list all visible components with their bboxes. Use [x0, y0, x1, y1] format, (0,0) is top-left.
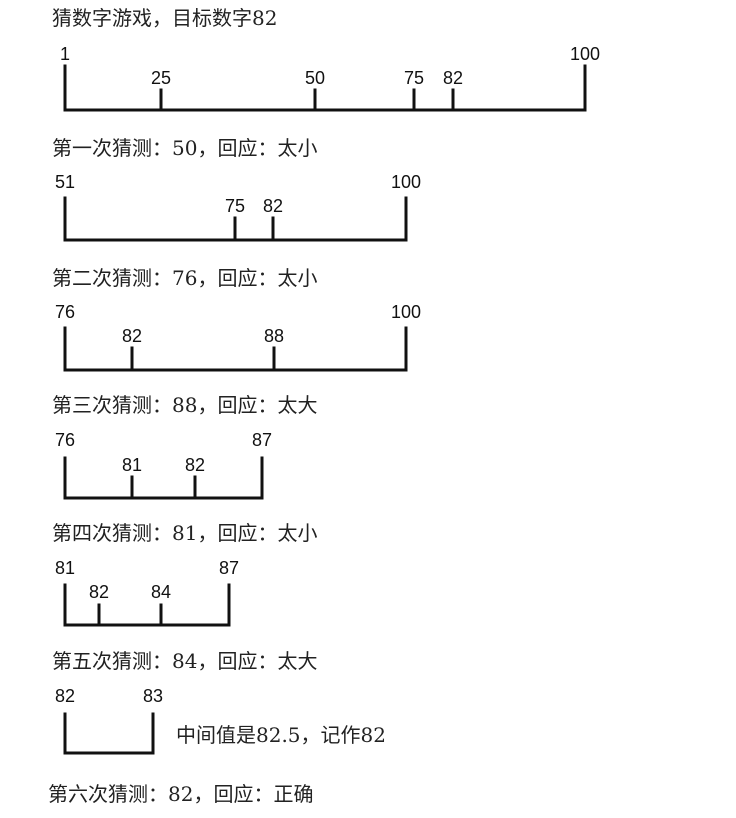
round-1-tick-label: 25: [151, 68, 171, 88]
round-5-tick-label: 84: [151, 582, 171, 602]
round-1-tick-label: 75: [404, 68, 424, 88]
round-5-caption: 第五次猜测：84，回应：太大: [52, 649, 317, 673]
round-3-caption: 第三次猜测：88，回应：太大: [52, 393, 317, 417]
round-2-left-label: 51: [55, 172, 75, 192]
round-1-tick-label: 50: [305, 68, 325, 88]
round-6-note: 中间值是82.5，记作82: [176, 723, 386, 747]
round-5-left-label: 81: [55, 558, 75, 578]
round-6-left-label: 82: [55, 686, 75, 706]
round-5-bracket: [63, 583, 231, 627]
round-3-tick-label: 88: [264, 326, 284, 346]
round-4-caption: 第四次猜测：81，回应：太小: [52, 521, 317, 545]
round-2-caption: 第二次猜测：76，回应：太小: [52, 266, 317, 290]
round-1-bracket: [63, 64, 587, 112]
round-4-right-label: 87: [252, 430, 272, 450]
round-4-left-label: 76: [55, 430, 75, 450]
round-6-right-label: 83: [143, 686, 163, 706]
round-1-tick-label: 82: [443, 68, 463, 88]
round-6-bracket: [63, 712, 155, 755]
round-2-tick-label: 75: [225, 196, 245, 216]
round-3-tick-label: 82: [122, 326, 142, 346]
round-1-left-label: 1: [60, 44, 70, 64]
round-3-bracket: [63, 326, 408, 372]
round-1-right-label: 100: [570, 44, 600, 64]
round-1-interval: 1 100 25 50 75 82: [60, 44, 600, 112]
round-2-right-label: 100: [391, 172, 421, 192]
round-2-tick-label: 82: [263, 196, 283, 216]
diagram-title: 猜数字游戏，目标数字82: [52, 6, 277, 30]
round-2-interval: 51 100 75 82: [55, 172, 421, 242]
round-6-interval: 82 83 中间值是82.5，记作82: [55, 686, 386, 755]
round-4-interval: 76 87 81 82: [55, 430, 272, 500]
round-4-bracket: [63, 456, 264, 500]
round-4-tick-label: 82: [185, 455, 205, 475]
round-6-caption: 第六次猜测：82，回应：正确: [48, 782, 313, 806]
round-4-tick-label: 81: [122, 455, 142, 475]
round-5-tick-label: 82: [89, 582, 109, 602]
round-5-right-label: 87: [219, 558, 239, 578]
round-3-left-label: 76: [55, 302, 75, 322]
round-5-interval: 81 87 82 84: [55, 558, 239, 627]
round-3-right-label: 100: [391, 302, 421, 322]
round-3-interval: 76 100 82 88: [55, 302, 421, 372]
round-1-caption: 第一次猜测：50，回应：太小: [52, 136, 317, 160]
